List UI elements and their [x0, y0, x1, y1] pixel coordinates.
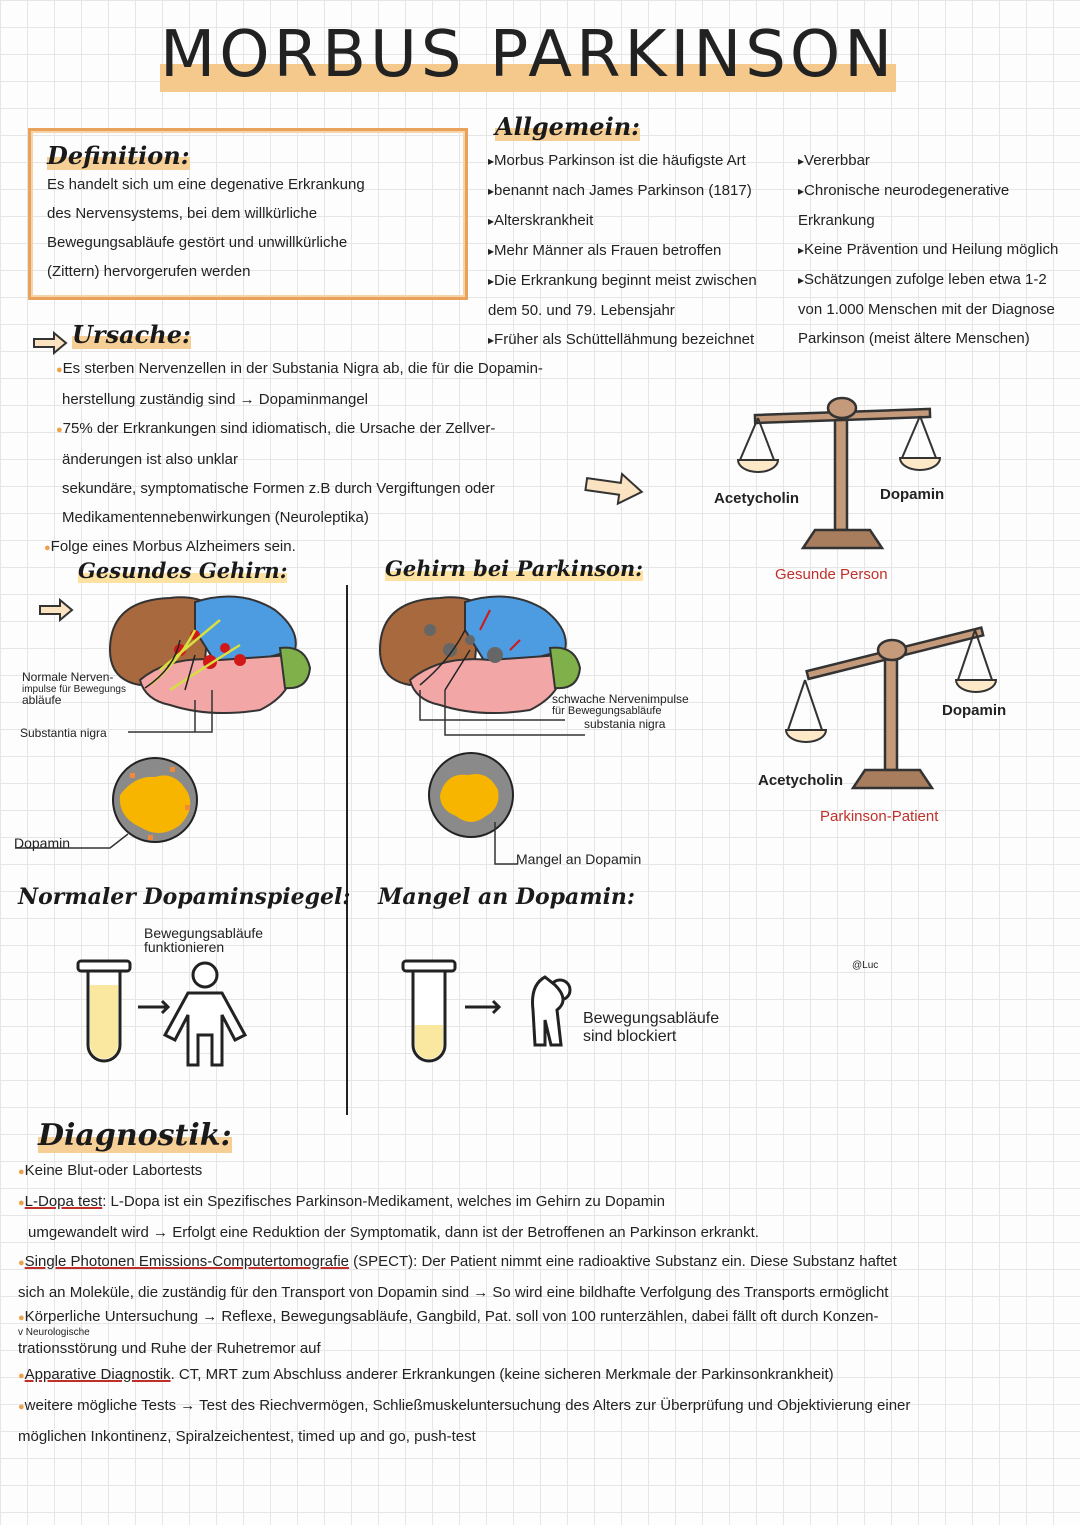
list-item: Es sterben Nervenzellen in der Substania… — [56, 354, 543, 385]
scale-caption: Parkinson-Patient — [820, 808, 939, 825]
list-item: 75% der Erkrankungen sind idiomatisch, d… — [56, 414, 543, 445]
brain-label-line: substania nigra — [584, 717, 666, 731]
text: (SPECT): Der Patient nimmt eine radioakt… — [349, 1253, 897, 1270]
dopamine-cell-lack — [428, 752, 514, 838]
definition-heading: Definition: — [47, 141, 190, 170]
test-tube-full-to-person-illustration — [76, 959, 248, 1067]
definition-line: des Nervensystems, bei dem willkürliche — [47, 205, 318, 222]
list-item: änderungen ist also unklar — [62, 451, 238, 468]
blocked-label: Bewegungsabläufe sind blockiert — [583, 1010, 719, 1046]
balance-scale-healthy-icon — [736, 396, 942, 550]
label-line: funktionieren — [144, 939, 225, 955]
list-item: Schätzungen zufolge leben etwa 1-2 — [798, 265, 1058, 295]
label-leader-lines — [419, 690, 585, 736]
arrow-right-icon — [584, 471, 644, 506]
definition-line: Bewegungsabläufe gestört und unwillkürli… — [47, 234, 348, 251]
divider — [346, 585, 348, 1115]
list-item: Vererbbar — [798, 146, 1058, 176]
arrow-right-icon — [33, 330, 68, 356]
normal-level-heading: Normaler Dopaminspiegel: — [18, 884, 351, 910]
list-item: Chronische neurodegenerative — [798, 176, 1058, 206]
label-leader-line — [494, 822, 518, 865]
scale-label-right: Dopamin — [880, 486, 945, 503]
list-item: umgewandelt wird → Erfolgt eine Reduktio… — [28, 1224, 759, 1241]
definition-line: Es handelt sich um eine degenative Erkra… — [47, 176, 365, 193]
brain-label-line: für Bewegungsabläufe — [552, 705, 662, 717]
list-item: dem 50. und 79. Lebensjahr — [488, 302, 675, 319]
allgemein-section: Allgemein: — [495, 112, 640, 141]
text: . CT, MRT zum Abschluss anderer Erkranku… — [170, 1366, 834, 1383]
brain-label-line: impulse für Bewegungs — [22, 684, 126, 695]
term: Apparative Diagnostik — [24, 1366, 171, 1383]
list-item: Körperliche Untersuchung → Reflexe, Bewe… — [18, 1307, 910, 1328]
normal-level-label: Bewegungsabläufe funktionieren — [144, 926, 263, 954]
lack-heading: Mangel an Dopamin: — [378, 884, 636, 910]
healthy-brain-heading: Gesundes Gehirn: — [78, 558, 288, 583]
list-item: Keine Prävention und Heilung möglich — [798, 235, 1058, 265]
lack-label: Mangel an Dopamin — [516, 851, 642, 867]
list-item: Apparative Diagnostik. CT, MRT zum Absch… — [18, 1360, 910, 1391]
brain-label: schwache Nervenimpulse für Bewegungsablä… — [552, 692, 689, 731]
list-item: benannt nach James Parkinson (1817) — [488, 176, 757, 206]
list-item: von 1.000 Menschen mit der Diagnose — [798, 301, 1055, 318]
dopamine-label: Dopamin — [14, 835, 71, 851]
label-line: sind blockiert — [583, 1028, 677, 1045]
list-item: Mehr Männer als Frauen betroffen — [488, 236, 757, 266]
dopamine-cell-healthy — [112, 757, 198, 843]
diagnostik-list: Keine Blut-oder Labortests L-Dopa test: … — [18, 1156, 910, 1451]
list-item: Die Erkrankung beginnt meist zwischen — [488, 266, 757, 296]
parkinson-brain-heading: Gehirn bei Parkinson: — [385, 556, 644, 581]
definition-box: Definition: Es handelt sich um eine dege… — [28, 128, 468, 300]
parkinson-brain-illustration — [378, 595, 582, 715]
brain-label: Normale Nerven- impulse für Bewegungs ab… — [22, 670, 126, 706]
list-item: Parkinson (meist ältere Menschen) — [798, 330, 1030, 347]
label-leader-lines — [128, 690, 213, 733]
list-item: trationsstörung und Ruhe der Ruhetremor … — [18, 1340, 321, 1357]
scale-label-left: Acetycholin — [714, 490, 800, 507]
test-tube-low-to-person-illustration — [401, 959, 572, 1063]
list-item: L-Dopa test: L-Dopa ist ein Spezifisches… — [18, 1187, 910, 1218]
list-item: möglichen Inkontinenz, Spiralzeichentest… — [18, 1428, 476, 1445]
definition-line: (Zittern) hervorgerufen werden — [47, 263, 251, 280]
diagnostik-heading: Diagnostik: — [38, 1118, 232, 1153]
text: : L-Dopa ist ein Spezifisches Parkinson-… — [102, 1193, 665, 1210]
allgemein-left: Morbus Parkinson ist die häufigste Art b… — [488, 146, 757, 355]
page-title: MORBUS PARKINSON — [160, 18, 897, 92]
list-item: Alterskrankheit — [488, 206, 757, 236]
label-leader-line — [15, 833, 129, 849]
list-item: Single Photonen Emissions-Computertomogr… — [18, 1247, 910, 1278]
allgemein-right: Vererbbar Chronische neurodegenerative E… — [798, 146, 1058, 353]
healthy-brain-illustration — [108, 595, 312, 715]
label-line: Bewegungsabläufe — [144, 925, 264, 941]
allgemein-heading: Allgemein: — [495, 112, 640, 141]
list-item: sich an Moleküle, die zuständig für den … — [18, 1284, 889, 1301]
balance-scale-patient-icon — [784, 626, 998, 790]
note: v Neurologische — [18, 1327, 90, 1338]
list-item: Morbus Parkinson ist die häufigste Art — [488, 146, 757, 176]
term: Single Photonen Emissions-Computertomogr… — [24, 1253, 349, 1270]
list-item: Keine Blut-oder Labortests — [18, 1156, 910, 1187]
term: L-Dopa test — [24, 1193, 103, 1210]
arrow-right-icon — [39, 597, 74, 623]
list-item: weitere mögliche Tests → Test des Riechv… — [18, 1391, 911, 1422]
scale-label-right: Dopamin — [942, 702, 1007, 719]
brain-label-line: schwache Nervenimpulse — [552, 692, 689, 706]
list-item: sekundäre, symptomatische Formen z.B dur… — [62, 480, 495, 497]
scale-caption: Gesunde Person — [775, 566, 888, 583]
scale-label-left: Acetycholin — [758, 772, 844, 789]
list-item: Folge eines Morbus Alzheimers sein. — [44, 532, 543, 563]
signature: @Luc — [852, 960, 879, 971]
list-item: herstellung zuständig sind → Dopaminmang… — [62, 391, 369, 408]
list-item: Erkrankung — [798, 212, 875, 229]
label-line: Bewegungsabläufe — [583, 1010, 720, 1027]
brain-label-substantia: Substantia nigra — [20, 726, 107, 740]
brain-label-line: abläufe — [22, 693, 62, 707]
ursache-heading: Ursache: — [72, 320, 191, 349]
list-item: Medikamentennebenwirkungen (Neuroleptika… — [62, 509, 369, 526]
ursache-list: Es sterben Nervenzellen in der Substania… — [51, 354, 543, 563]
brain-label-line: Normale Nerven- — [22, 670, 114, 684]
list-item: Früher als Schüttellähmung bezeichnet — [488, 325, 757, 355]
